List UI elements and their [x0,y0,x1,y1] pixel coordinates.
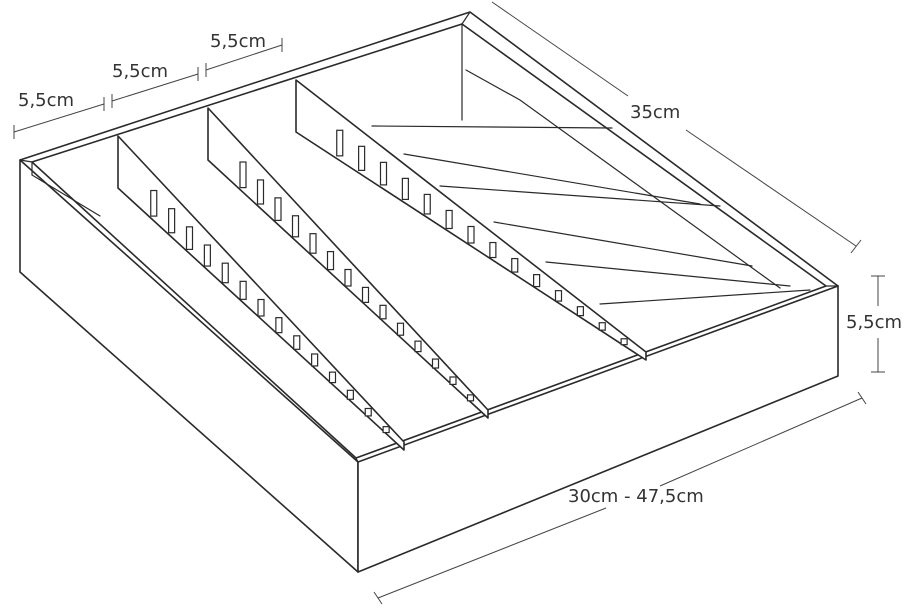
divider-1-slat [328,371,337,384]
tray-front-face [357,285,839,573]
divider-3-slat [554,290,563,302]
divider-2-slat [379,304,387,320]
divider-3-slat [620,338,628,346]
divider-2-slat [414,340,422,353]
depth-label: 35cm [630,102,680,123]
divider-3-slat [401,177,409,201]
divider-1-slat [203,244,211,267]
cross-partition-1 [371,125,613,129]
divider-3-slat [445,209,453,230]
height-label: 5,5cm [846,312,902,333]
divider-1-slat [221,262,229,284]
divider-2-slat [449,376,457,386]
cross-partition-6 [599,289,811,305]
cross-partition-3 [439,185,721,207]
divider-1-slat [364,407,372,417]
divider-3-slat [423,193,431,215]
divider-2-slat [309,233,317,254]
divider-2-slat [466,394,475,402]
tray-rim-back [19,11,839,287]
divider-1-slat [311,353,319,367]
divider-1 [117,135,405,451]
divider-3-slat [379,161,388,186]
divider-2-slat [361,286,370,304]
divider-1-slat [185,226,194,251]
divider-3-slat [576,306,584,317]
divider-1-slat [239,280,247,300]
divider-3-panel [295,79,647,361]
cross-partition-4 [493,221,753,267]
tray-body [19,11,839,573]
dimension-lines [13,1,885,605]
divider-2-slat [396,322,405,336]
divider-2-slat [274,197,282,222]
divider-group [117,69,811,451]
divider-3-slat [511,257,519,273]
divider-2-slat [239,161,247,189]
divider-3-slat [336,129,344,157]
rear-rail [465,69,781,289]
divider-3-slat [533,274,541,288]
divider-2-slat [256,179,265,205]
divider-2-slat [291,215,300,238]
divider-1-slat [257,298,265,317]
divider-1-slat [346,389,354,400]
divider-2-slat [326,250,335,271]
cross-partition-5 [545,261,791,287]
divider-1-panel [117,135,405,451]
divider-1-slat [150,189,158,217]
divider-2 [207,107,489,419]
compartment-width-label-1: 5,5cm [18,90,74,111]
divider-1-slat [293,335,301,350]
cross-partition-2 [403,153,701,205]
divider-3-slat [598,322,606,331]
divider-1-slat [382,426,390,434]
compartment-width-label-2: 5,5cm [112,61,168,82]
divider-3 [295,79,647,361]
divider-2-slat [431,358,440,369]
divider-1-slat [168,208,176,234]
divider-2-panel [207,107,489,419]
width-label: 30cm - 47,5cm [568,486,704,507]
divider-3-slat [467,225,475,244]
divider-1-slat [275,317,283,334]
divider-2-slat [344,268,352,287]
divider-3-slat [489,241,497,259]
divider-3-slat [358,145,366,171]
compartment-width-label-3: 5,5cm [210,31,266,52]
